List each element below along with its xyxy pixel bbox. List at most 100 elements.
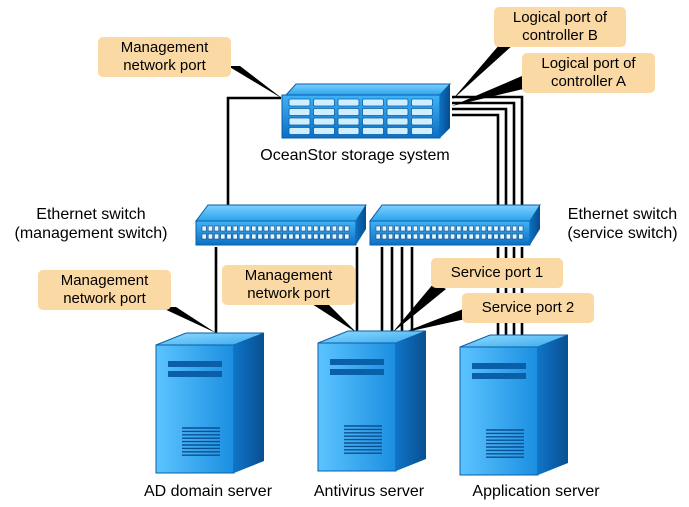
- switch-port: [381, 225, 387, 232]
- callout-controller-b: Logical port of controller B: [494, 7, 626, 47]
- management-switch: [195, 204, 367, 246]
- switch-port: [394, 233, 400, 240]
- drive-slot: [472, 373, 526, 379]
- switch-port: [518, 233, 524, 240]
- switch-port: [201, 233, 207, 240]
- callout-service-port-1: Service port 1: [431, 258, 563, 288]
- switch-port: [313, 233, 319, 240]
- switch-port: [282, 233, 288, 240]
- switch-port: [269, 225, 275, 232]
- switch-port: [375, 233, 381, 240]
- switch-port: [251, 225, 257, 232]
- switch-port: [319, 225, 325, 232]
- switch-port: [419, 233, 425, 240]
- switch-port: [232, 225, 238, 232]
- switch-port: [214, 225, 220, 232]
- drive-bay: [313, 98, 335, 107]
- switch-port: [481, 233, 487, 240]
- callout-storage-mgmt-port: Management network port: [98, 37, 231, 77]
- switch-port: [238, 225, 244, 232]
- pointer-controller-b: [452, 44, 514, 100]
- switch-port: [493, 233, 499, 240]
- management-switch-ports: [201, 225, 350, 240]
- switch-port: [406, 233, 412, 240]
- switch-port: [474, 225, 480, 232]
- switch-port: [419, 225, 425, 232]
- link-storage-service-1: [452, 95, 524, 208]
- switch-port: [338, 233, 344, 240]
- drive-bay: [362, 108, 384, 116]
- callout-ad-mgmt-port: Management network port: [38, 270, 171, 310]
- drive-bay: [386, 117, 409, 126]
- pointer-antivirus-mgmt: [312, 304, 357, 333]
- drive-bay: [386, 98, 409, 107]
- switch-port: [276, 225, 282, 232]
- switch-port: [456, 225, 462, 232]
- switch-port: [518, 225, 524, 232]
- drive-bay: [337, 117, 360, 126]
- switch-port: [431, 233, 437, 240]
- switch-port: [431, 225, 437, 232]
- drive-bay: [411, 98, 433, 107]
- switch-port: [437, 233, 443, 240]
- switch-port: [245, 225, 251, 232]
- pointer-ad-mgmt: [160, 307, 216, 333]
- callout-controller-b-line2: controller B: [522, 27, 598, 44]
- drive-bay: [288, 117, 311, 126]
- drive-bay: [362, 98, 384, 107]
- drive-bay: [411, 108, 433, 116]
- switch-port: [251, 233, 257, 240]
- switch-port: [375, 225, 381, 232]
- switch-port: [257, 233, 263, 240]
- switch-port: [331, 225, 337, 232]
- switch-port: [406, 225, 412, 232]
- callout-storage-mgmt-port-line2: network port: [123, 57, 206, 74]
- callout-controller-b-line1: Logical port of: [512, 9, 608, 26]
- drive-bay: [337, 98, 360, 107]
- drive-bay: [362, 127, 384, 135]
- switch-port: [232, 233, 238, 240]
- switch-port: [257, 225, 263, 232]
- switch-port: [493, 225, 499, 232]
- ad-server-label: AD domain server: [143, 483, 273, 500]
- switch-port: [462, 233, 468, 240]
- switch-port: [294, 233, 300, 240]
- switch-port: [400, 225, 406, 232]
- switch-port: [226, 233, 232, 240]
- service-switch-label: Ethernet switch (service switch): [556, 205, 689, 243]
- application-server-tower: [459, 334, 569, 476]
- switch-port: [468, 225, 474, 232]
- service-switch: [369, 204, 541, 246]
- drive-slot: [168, 361, 222, 367]
- switch-port: [282, 225, 288, 232]
- switch-port: [338, 225, 344, 232]
- switch-port: [263, 233, 269, 240]
- switch-port: [319, 233, 325, 240]
- switch-port: [344, 225, 350, 232]
- switch-port: [394, 225, 400, 232]
- pointer-storage-mgmt: [228, 66, 283, 99]
- switch-port: [313, 225, 319, 232]
- switch-port: [294, 225, 300, 232]
- switch-port: [505, 233, 511, 240]
- storage-drive-bays: [288, 98, 433, 135]
- switch-port: [245, 233, 251, 240]
- drive-bay: [386, 108, 409, 116]
- antivirus-server-tower: [317, 330, 427, 472]
- drive-slot: [168, 371, 222, 377]
- callout-controller-a: Logical port of controller A: [522, 53, 655, 93]
- switch-port: [263, 225, 269, 232]
- callout-controller-a-line1: Logical port of: [541, 55, 636, 72]
- callout-ad-mgmt-port-line1: Management: [60, 272, 149, 289]
- drive-bay: [411, 127, 433, 135]
- drive-slot: [330, 359, 384, 365]
- switch-port: [443, 225, 449, 232]
- switch-port: [288, 225, 294, 232]
- switch-port: [325, 233, 331, 240]
- drive-bay: [313, 108, 335, 116]
- switch-port: [450, 225, 456, 232]
- switch-port: [325, 225, 331, 232]
- service-switch-ports: [375, 225, 524, 240]
